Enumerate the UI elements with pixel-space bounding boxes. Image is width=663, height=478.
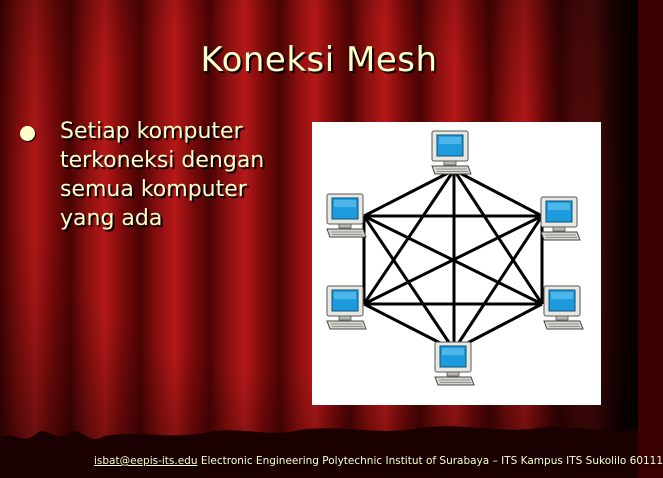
- computer-icon: [540, 196, 581, 241]
- computer-icon: [326, 285, 367, 330]
- bullet-icon: [20, 126, 35, 141]
- footer-email-link[interactable]: isbat@eepis-its.edu: [94, 455, 198, 467]
- mesh-links: [362, 168, 544, 352]
- computer-icon: [543, 285, 584, 330]
- bullet-line: terkoneksi dengan: [60, 148, 265, 173]
- mesh-topology-diagram: [312, 122, 601, 405]
- footer-institution: Electronic Engineering Polytechnic Insti…: [197, 455, 663, 467]
- footer: isbat@eepis-its.edu Electronic Engineeri…: [94, 455, 663, 467]
- computer-icon: [326, 193, 367, 238]
- computer-icon: [434, 341, 475, 386]
- slide-title: Koneksi Mesh: [200, 40, 438, 80]
- bullet-text: Setiap komputer terkoneksi dengan semua …: [60, 117, 300, 233]
- bullet-line: yang ada: [60, 206, 163, 231]
- bullet-line: Setiap komputer: [60, 119, 243, 144]
- computer-icon: [431, 130, 472, 175]
- bullet-line: semua komputer: [60, 177, 247, 202]
